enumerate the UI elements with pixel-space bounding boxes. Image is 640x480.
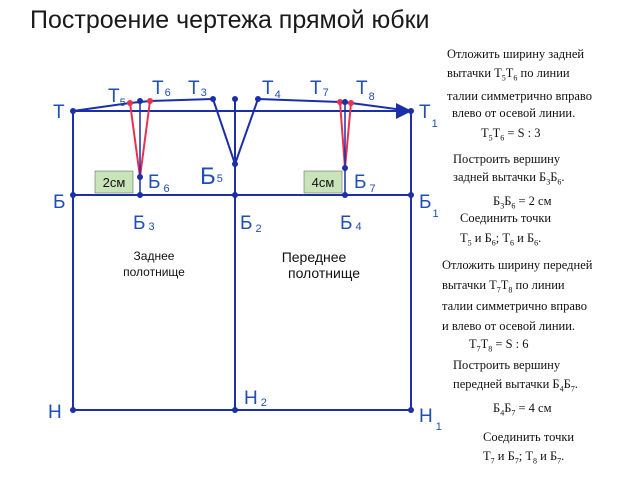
back-dart-depth-box	[94, 170, 134, 194]
side-dart-right	[234, 98, 259, 165]
point-H	[70, 407, 76, 413]
back-dart-right	[139, 100, 151, 178]
back-dart-left	[129, 102, 141, 178]
front-dart-left	[339, 101, 346, 169]
point-B4	[342, 192, 348, 198]
point-B	[70, 192, 76, 198]
point-B1	[408, 192, 414, 198]
point-T	[70, 108, 76, 114]
note-6-line1: Соединить точки	[483, 430, 575, 444]
back-dart-depth-label: 2см	[103, 175, 126, 190]
note-5-line2: передней вытачки Б4Б7.	[453, 377, 578, 394]
note-2-line1: Построить вершину	[453, 152, 561, 166]
label-T6: Т6	[152, 78, 171, 99]
point-T1	[408, 108, 414, 114]
note-6-line2: Т7 и Б7; Т8 и Б7.	[483, 449, 565, 466]
note-1-line1: Отложить ширину задней	[447, 47, 585, 61]
front-dart-depth-box	[303, 170, 343, 194]
note-4-formula: Т7Т8 = S : 6	[469, 337, 529, 354]
note-3-line1: Соединить точки	[460, 211, 552, 225]
point-B7	[342, 165, 348, 171]
note-3-line2: Т5 и Б6; Т6 и Б6.	[460, 231, 542, 248]
note-2-formula: Б3Б6 = 2 см	[493, 194, 552, 211]
page-title: Построение чертежа прямой юбки	[30, 6, 430, 34]
front-dart-right	[344, 102, 352, 169]
point-H1	[408, 407, 414, 413]
point-H2	[232, 407, 238, 413]
point-B3	[137, 192, 143, 198]
note-1-line3: талии симметрично вправо	[447, 89, 592, 103]
label-T: Т	[53, 102, 65, 123]
point-T7	[337, 99, 343, 105]
front-panel-label-line2: полотнище	[288, 265, 360, 281]
waist-contour-back	[72, 98, 214, 112]
point-T5	[127, 100, 133, 106]
front-dart-depth-label: 4см	[312, 175, 335, 190]
label-T3: Т3	[188, 78, 207, 99]
point-back-dart-top	[137, 98, 143, 104]
note-4-line2: вытачки Т7Т8 по линии	[442, 278, 565, 295]
label-T7: Т7	[310, 78, 329, 99]
front-panel-label-line1: Переднее	[282, 249, 347, 265]
note-5-formula: Б4Б7 = 4 см	[493, 401, 552, 418]
waist-contour-front	[257, 98, 412, 112]
note-1-line4: влево от осевой линии.	[452, 106, 576, 120]
label-B5: Б5	[200, 163, 223, 190]
point-B5	[232, 161, 238, 167]
point-front-dart-top	[342, 99, 348, 105]
label-B1: Б1	[419, 192, 439, 220]
note-2-line2: задней вытачки Б3Б6.	[453, 170, 565, 187]
point-B6	[137, 174, 143, 180]
note-4-line4: и влево от осевой линии.	[442, 319, 576, 333]
label-T5: Т5	[108, 86, 126, 109]
label-T8: Т8	[356, 78, 375, 103]
label-T4: Т4	[262, 78, 281, 101]
label-B: Б	[53, 192, 65, 213]
point-T6	[147, 98, 153, 104]
point-T3	[210, 96, 216, 102]
point-T8	[348, 100, 354, 106]
note-4-line3: талии симметрично вправо	[442, 299, 587, 313]
note-5-line1: Построить вершину	[453, 358, 561, 372]
point-T4	[255, 96, 261, 102]
label-H: Н	[48, 402, 62, 423]
label-T1: Т1	[419, 102, 438, 130]
back-panel-label-line1: Заднее	[134, 249, 175, 263]
point-top-center	[232, 96, 238, 102]
note-1-formula: Т5Т6 = S : 3	[481, 126, 541, 143]
note-1-line2: вытачки Т5Т6 по линии	[447, 66, 570, 83]
side-dart-left	[212, 98, 236, 165]
back-panel-label-line2: полотнище	[123, 265, 185, 279]
note-4-line1: Отложить ширину передней	[442, 258, 593, 272]
point-B2	[232, 192, 238, 198]
